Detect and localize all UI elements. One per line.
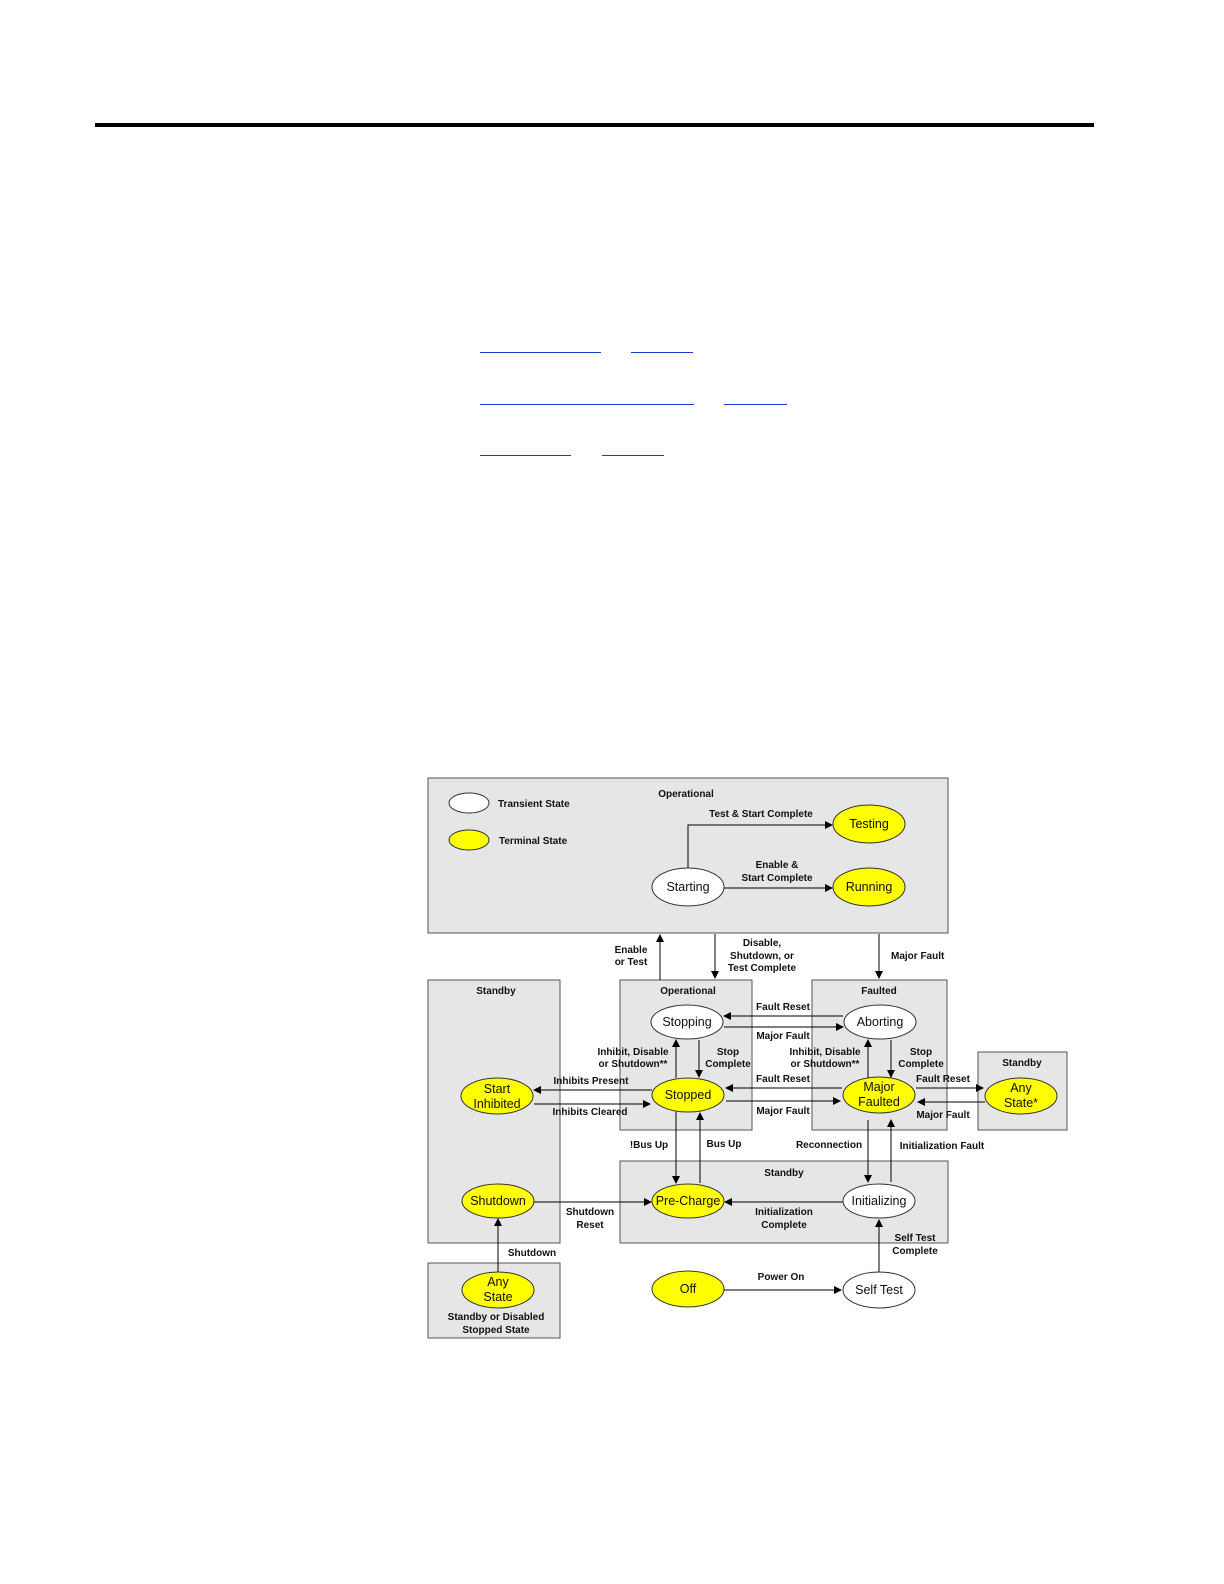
label-enable-or-test-1: Enable: [615, 945, 648, 956]
svg-text:Faulted: Faulted: [858, 1095, 900, 1109]
state-stopped: Stopped: [651, 1077, 725, 1113]
label-disable-2: Shutdown, or: [730, 951, 794, 962]
svg-text:Starting: Starting: [666, 880, 709, 894]
svg-text:Major: Major: [863, 1080, 894, 1094]
label-disable-1: Disable,: [743, 938, 782, 949]
state-any-state-right: Any State*: [984, 1077, 1058, 1115]
label-inhibits-cleared: Inhibits Cleared: [552, 1107, 627, 1118]
box-any-state-caption-2: Stopped State: [462, 1325, 530, 1336]
label-major-fault-1: Major Fault: [756, 1031, 810, 1042]
link-1a[interactable]: [480, 352, 601, 353]
label-inhibit-right-1: Inhibit, Disable: [789, 1047, 861, 1058]
svg-text:Testing: Testing: [849, 817, 889, 831]
box-standby-right-title: Standby: [1002, 1058, 1042, 1069]
label-inhibit-right-2: or Shutdown**: [791, 1059, 860, 1070]
edges: [494, 821, 985, 1294]
svg-text:Running: Running: [846, 880, 893, 894]
label-initialization-fault: Initialization Fault: [900, 1141, 985, 1152]
box-operational-mid-title: Operational: [660, 986, 716, 997]
svg-text:Off: Off: [680, 1282, 697, 1296]
svg-text:Self Test: Self Test: [855, 1283, 903, 1297]
label-disable-3: Test Complete: [728, 963, 797, 974]
svg-text:Any: Any: [1010, 1081, 1032, 1095]
top-rule: [95, 123, 1094, 127]
label-stop-complete-right-2: Complete: [898, 1059, 944, 1070]
svg-text:Stopped: Stopped: [665, 1088, 712, 1102]
state-starting: Starting: [651, 867, 725, 907]
state-major-faulted: Major Faulted: [842, 1076, 916, 1114]
label-stop-complete-left-1: Stop: [717, 1047, 739, 1058]
svg-text:Initializing: Initializing: [852, 1194, 907, 1208]
label-inhibits-present: Inhibits Present: [553, 1076, 629, 1087]
svg-text:State*: State*: [1004, 1096, 1038, 1110]
label-test-start-complete: Test & Start Complete: [709, 809, 813, 820]
box-faulted-title: Faulted: [861, 986, 897, 997]
label-enable-or-test-2: or Test: [615, 957, 648, 968]
label-major-fault-top: Major Fault: [891, 951, 945, 962]
label-not-bus-up: !Bus Up: [630, 1140, 668, 1151]
svg-text:State: State: [483, 1290, 512, 1304]
svg-text:Pre-Charge: Pre-Charge: [656, 1194, 721, 1208]
svg-text:Any: Any: [487, 1275, 509, 1289]
label-fault-reset-3: Fault Reset: [916, 1074, 971, 1085]
label-reconnection: Reconnection: [796, 1140, 862, 1151]
label-shutdown-reset-1: Shutdown: [566, 1207, 614, 1218]
label-fault-reset-1: Fault Reset: [756, 1002, 811, 1013]
box-operational-top-title: Operational: [658, 789, 714, 800]
svg-text:Inhibited: Inhibited: [473, 1097, 520, 1111]
label-bus-up: Bus Up: [707, 1139, 742, 1150]
link-2a[interactable]: [480, 404, 694, 405]
svg-text:Start: Start: [484, 1082, 511, 1096]
svg-text:Aborting: Aborting: [857, 1015, 904, 1029]
link-3b[interactable]: [602, 455, 664, 456]
state-initializing: Initializing: [842, 1183, 916, 1219]
label-stop-complete-right-1: Stop: [910, 1047, 932, 1058]
label-initialization-complete-2: Complete: [761, 1220, 807, 1231]
box-standby-left-title: Standby: [476, 986, 516, 997]
link-3a[interactable]: [480, 455, 571, 456]
state-shutdown: Shutdown: [461, 1183, 535, 1219]
legend-terminal-label: Terminal State: [499, 836, 568, 847]
edge-starting-testing: [687, 821, 833, 868]
label-major-fault-2: Major Fault: [756, 1106, 810, 1117]
legend: Transient State Terminal State: [448, 792, 570, 851]
state-off: Off: [651, 1270, 725, 1308]
state-pre-charge: Pre-Charge: [651, 1183, 725, 1219]
link-1b[interactable]: [631, 352, 693, 353]
state-start-inhibited: Start Inhibited: [460, 1077, 534, 1115]
state-running: Running: [832, 867, 906, 907]
state-testing: Testing: [832, 804, 906, 844]
svg-text:Stopping: Stopping: [662, 1015, 711, 1029]
legend-terminal-swatch: [448, 829, 490, 851]
label-power-on: Power On: [758, 1272, 805, 1283]
state-any-state-bottom: Any State: [461, 1271, 535, 1309]
legend-transient-label: Transient State: [498, 799, 570, 810]
label-self-test-complete-2: Complete: [892, 1246, 938, 1257]
box-any-state-caption-1: Standby or Disabled: [448, 1312, 545, 1323]
label-self-test-complete-1: Self Test: [895, 1233, 937, 1244]
transition-labels: Test & Start Complete Enable & Start Com…: [508, 809, 985, 1283]
label-shutdown-edge: Shutdown: [508, 1248, 556, 1259]
link-2b[interactable]: [724, 404, 787, 405]
state-self-test: Self Test: [842, 1271, 916, 1309]
label-initialization-complete-1: Initialization: [755, 1207, 813, 1218]
legend-transient-swatch: [448, 792, 490, 814]
label-fault-reset-2: Fault Reset: [756, 1074, 811, 1085]
state-stopping: Stopping: [650, 1004, 724, 1040]
label-major-fault-3: Major Fault: [916, 1110, 970, 1121]
svg-text:Shutdown: Shutdown: [470, 1194, 526, 1208]
label-inhibit-left-1: Inhibit, Disable: [597, 1047, 669, 1058]
label-stop-complete-left-2: Complete: [705, 1059, 751, 1070]
state-aborting: Aborting: [843, 1004, 917, 1040]
label-inhibit-left-2: or Shutdown**: [599, 1059, 668, 1070]
label-shutdown-reset-2: Reset: [576, 1220, 604, 1231]
box-standby-bottom-title: Standby: [764, 1168, 804, 1179]
label-enable-start-1: Enable &: [756, 860, 799, 871]
label-enable-start-2: Start Complete: [741, 873, 813, 884]
